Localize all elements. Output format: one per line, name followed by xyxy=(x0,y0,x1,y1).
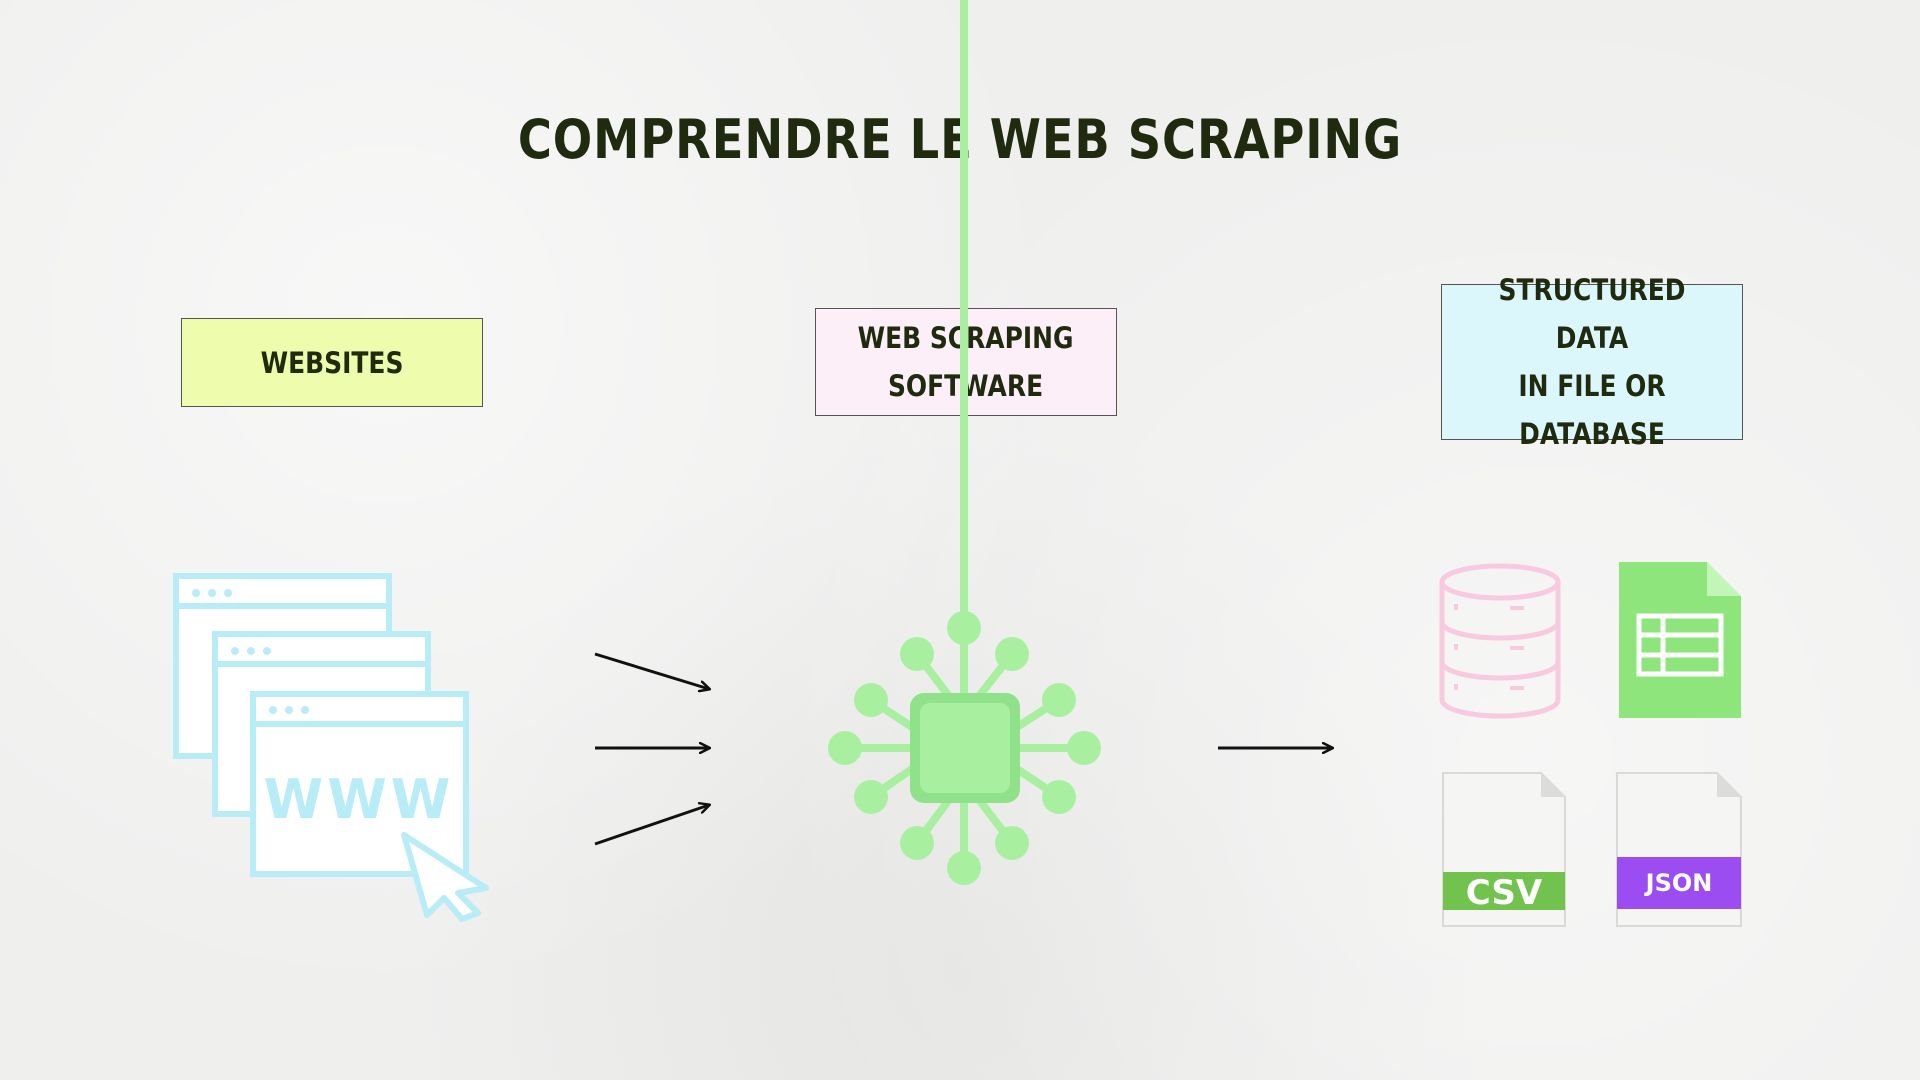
arrow-bottom xyxy=(594,805,709,846)
csv-label: CSV xyxy=(1466,873,1543,913)
browser-dots xyxy=(192,589,309,714)
websites-label-box: WEBSITES xyxy=(181,318,483,407)
cursor-arrow-icon xyxy=(401,832,489,922)
csv-file-icon: CSV xyxy=(1442,772,1566,927)
arrow-top xyxy=(594,652,709,689)
browser-windows-icon xyxy=(173,573,469,877)
structured-data-label-box: STRUCTURED DATA IN FILE OR DATABASE xyxy=(1441,273,1743,451)
structured-data-label: STRUCTURED DATA IN FILE OR DATABASE xyxy=(1498,273,1686,451)
page-title: COMPRENDRE LE WEB SCRAPING xyxy=(517,108,1403,171)
websites-label: WEBSITES xyxy=(260,345,404,380)
database-icon xyxy=(1439,563,1561,719)
processor-chip-icon xyxy=(828,0,1101,885)
json-label: JSON xyxy=(1644,869,1713,897)
json-file-icon: JSON xyxy=(1616,772,1742,927)
www-text: WWW xyxy=(264,768,455,831)
spreadsheet-file-icon xyxy=(1619,562,1741,718)
